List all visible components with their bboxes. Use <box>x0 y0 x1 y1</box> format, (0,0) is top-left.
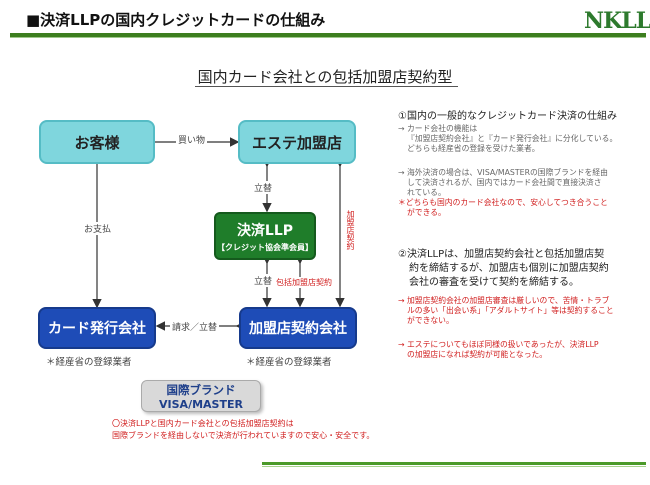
title-rule-light <box>10 37 646 38</box>
node-issuer-label: カード発行会社 <box>48 321 146 337</box>
section1-line: して決済されるが、国内ではカード会社間で直接決済さ <box>407 178 602 187</box>
edge-label-merchant-contract: 加盟店契約 <box>346 210 355 250</box>
section2-red-line: → エステについてもほぼ同様の扱いであったが、決済LLP <box>398 340 599 349</box>
edge-label-payment: お支払 <box>84 222 112 235</box>
page-title: ■決済LLPの国内クレジットカードの仕組み <box>26 11 326 29</box>
section2-heading-line: 会社の審査を受けて契約を締結する。 <box>409 277 579 288</box>
section2-body-a: → 加盟店契約会社の加盟店審査は厳しいので、苦情・トラブ ルの多い「出会い系」「… <box>398 296 646 326</box>
footer-rule-light <box>262 466 646 467</box>
brand-title: 国際ブランド <box>166 383 236 397</box>
section1-red-line: ができる。 <box>407 208 446 217</box>
section1-body: → カード会社の機能は 『加盟店契約会社』と『カード発行会社』に分化している。 … <box>398 124 646 154</box>
node-customer-label: お客様 <box>74 133 120 152</box>
international-brand-box: 国際ブランド VISA/MASTER <box>141 380 261 412</box>
section2-heading-line: ②決済LLPは、加盟店契約会社と包括加盟店契 <box>398 249 605 260</box>
acquirer-registered-note: ＊経産省の登録業者 <box>246 357 332 368</box>
node-llp-label: 決済LLP <box>236 222 294 239</box>
node-merchant-label: エステ加盟店 <box>251 133 342 152</box>
node-customer: お客様 <box>39 120 155 164</box>
node-acquirer: 加盟店契約会社 <box>239 307 357 349</box>
edge-label-advance-bottom: 立替 <box>254 274 273 287</box>
node-llp-sublabel: 【クレジット協会準会員】 <box>217 242 313 252</box>
section1-line: れている。 <box>407 188 446 197</box>
node-issuer: カード発行会社 <box>38 307 156 349</box>
node-llp: 決済LLP 【クレジット協会準会員】 <box>214 212 316 260</box>
edge-label-purchase: 買い物 <box>176 133 208 146</box>
section2-red-line: ルの多い「出会い系」「アダルトサイト」等は契約すること <box>407 306 614 315</box>
section1-line: どちらも経産省の登録を受けた業者。 <box>407 144 540 153</box>
safety-note-line2: 国際ブランドを経由しないで決済が行われていますので安心・安全です。 <box>112 431 375 440</box>
node-acquirer-label: 加盟店契約会社 <box>249 321 347 337</box>
section1-heading: ①国内の一般的なクレジットカード決済の仕組み <box>398 111 617 122</box>
safety-note-line1: 〇決済LLPと国内カード会社との包括加盟店契約は <box>112 419 294 428</box>
section1-line: → 海外決済の場合は、VISA/MASTERの国際ブランドを経由 <box>398 168 608 177</box>
section2-heading-line: 約を締結するが、加盟店も個別に加盟店契約 <box>409 263 609 274</box>
safety-note: 〇決済LLPと国内カード会社との包括加盟店契約は 国際ブランドを経由しないで決済… <box>112 418 382 442</box>
section1-line: 『加盟店契約会社』と『カード発行会社』に分化している。 <box>407 134 618 143</box>
section2-red-line: ができない。 <box>407 316 454 325</box>
section1-line: → カード会社の機能は <box>398 124 478 133</box>
section2-body-b: → エステについてもほぼ同様の扱いであったが、決済LLP の加盟店になれば契約が… <box>398 340 646 360</box>
brand-names: VISA/MASTER <box>159 398 243 411</box>
subtitle-underline <box>195 86 458 87</box>
nkllp-logo: NKLLP <box>584 8 650 34</box>
issuer-registered-note: ＊経産省の登録業者 <box>46 357 132 368</box>
section2-red-line: の加盟店になれば契約が可能となった。 <box>407 350 548 359</box>
footer-rule <box>262 462 646 465</box>
edge-label-comprehensive-contract: 包括加盟店契約 <box>276 277 332 288</box>
section1-red-line: ＊どちらも国内のカード会社なので、安心してつき合うこと <box>398 198 608 207</box>
explanation-panel: ①国内の一般的なクレジットカード決済の仕組み → カード会社の機能は 『加盟店契… <box>398 107 646 360</box>
section1-body-2: → 海外決済の場合は、VISA/MASTERの国際ブランドを経由 して決済される… <box>398 168 646 218</box>
edge-label-request-advance: 請求／立替 <box>170 320 220 333</box>
diagram-subtitle: 国内カード会社との包括加盟店契約型 <box>197 68 453 86</box>
edge-label-advance-top: 立替 <box>254 181 273 194</box>
section2-red-line: → 加盟店契約会社の加盟店審査は厳しいので、苦情・トラブ <box>398 296 610 305</box>
node-merchant: エステ加盟店 <box>238 120 356 164</box>
title-rule <box>10 33 646 37</box>
section2: ②決済LLPは、加盟店契約会社と包括加盟店契 約を締結するが、加盟店も個別に加盟… <box>398 248 646 290</box>
